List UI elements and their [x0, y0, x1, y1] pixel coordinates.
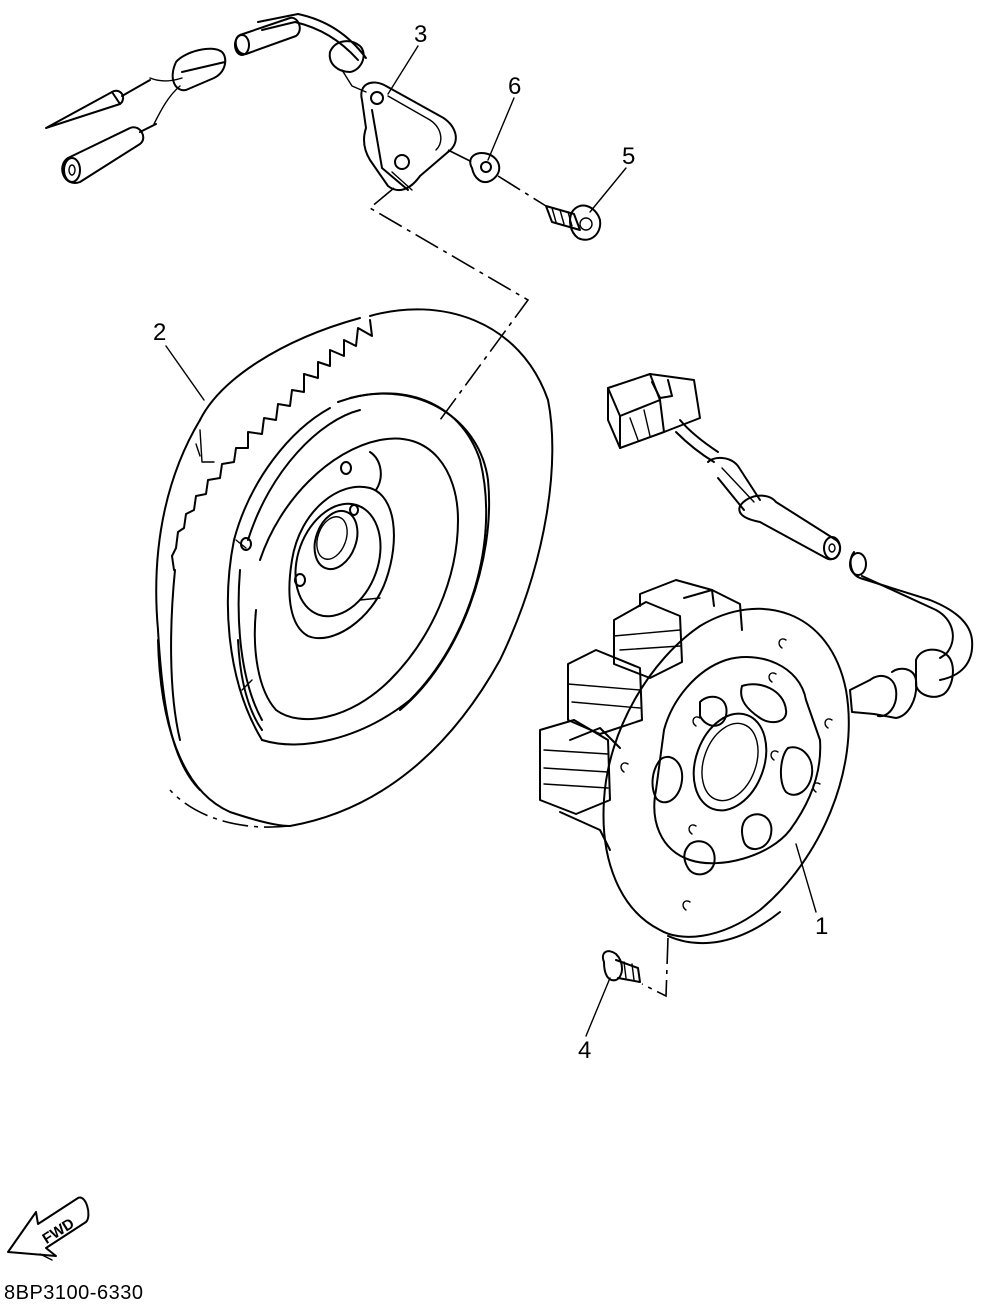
forward-direction-indicator: FWD	[7, 1196, 90, 1261]
callout-5: 5	[622, 143, 635, 170]
callout-2: 2	[153, 319, 166, 346]
assembly-line-screw	[497, 175, 547, 207]
arrow-left-icon	[7, 1196, 90, 1257]
leader-line-6	[487, 97, 515, 161]
leader-line-3	[387, 45, 419, 95]
washer	[469, 152, 501, 184]
diagram-code: 8BP3100-6330	[4, 1282, 144, 1304]
leader-line-4	[585, 977, 611, 1037]
pickup-screw	[545, 204, 602, 241]
pickup-coil-assembly	[45, 13, 457, 192]
callout-1: 1	[815, 913, 828, 940]
stator-screw	[602, 950, 641, 983]
callout-3: 3	[414, 21, 427, 48]
leader-line-1	[795, 843, 817, 913]
assembly-line-stator-screw	[641, 937, 669, 998]
rotor-flywheel	[155, 308, 554, 828]
stator-assembly	[539, 373, 974, 945]
callout-4: 4	[578, 1037, 591, 1064]
assembly-line-washer-screw	[447, 149, 473, 163]
assembly-line-coil-rotor	[368, 187, 530, 421]
callout-6: 6	[508, 73, 521, 100]
leader-line-5	[589, 167, 627, 213]
leader-line-2	[165, 345, 205, 401]
